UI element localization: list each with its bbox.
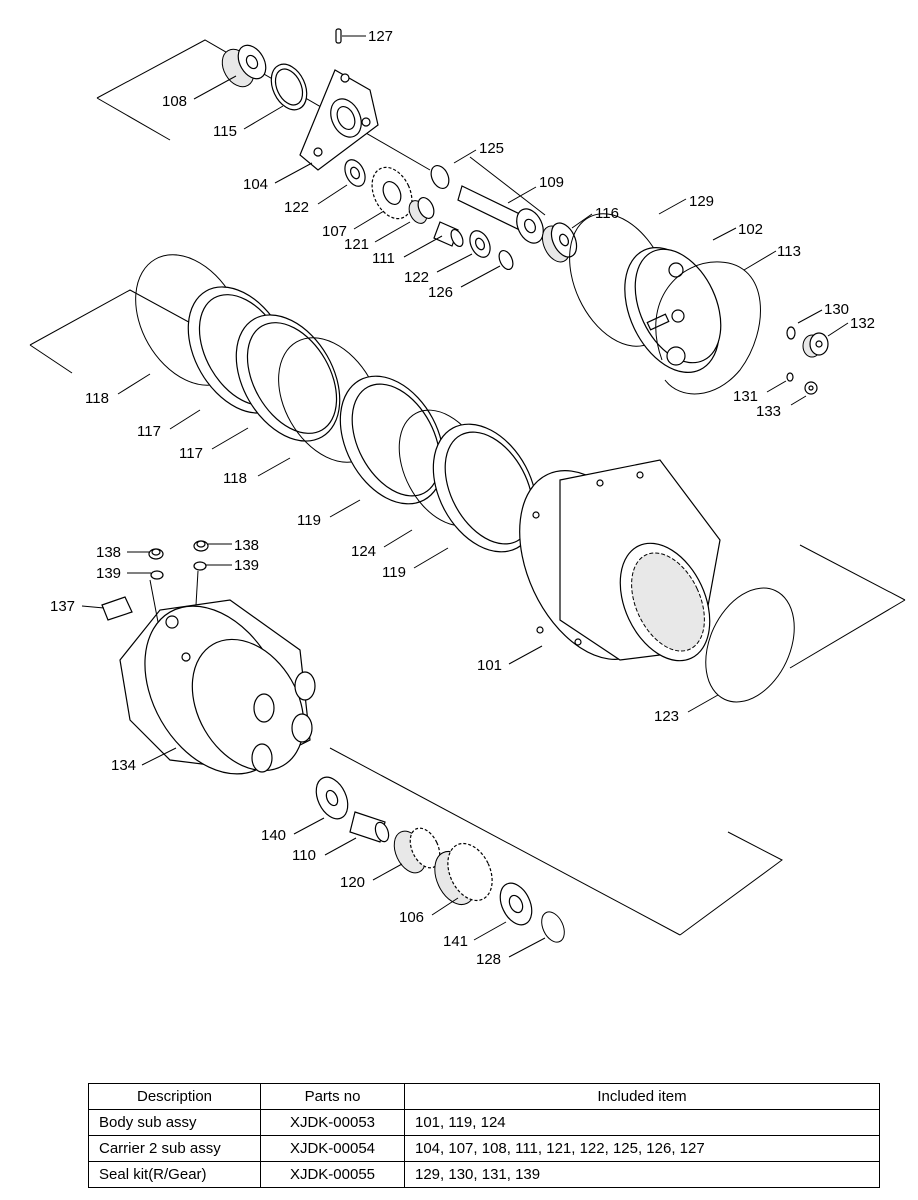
table-header-row: Description Parts no Included item [88, 1083, 880, 1110]
header-included-item: Included item [404, 1083, 880, 1110]
row-parts-no: XJDK-00054 [260, 1135, 405, 1162]
callout-133: 133 [756, 403, 781, 420]
part-106-gear [434, 842, 493, 905]
row-included: 101, 119, 124 [404, 1109, 880, 1136]
part-138-plug-a [148, 548, 164, 560]
callout-118: 118 [85, 390, 109, 407]
part-119-seal-b [432, 423, 538, 553]
callout-117: 117 [179, 445, 203, 462]
callout-113: 113 [777, 243, 801, 260]
callout-109: 109 [539, 174, 564, 191]
callout-110: 110 [292, 847, 316, 864]
part-137-nameplate [101, 596, 133, 621]
callout-130: 130 [824, 301, 849, 318]
part-110-needle [349, 811, 390, 843]
callout-123: 123 [654, 708, 679, 725]
table-row: Seal kit(R/Gear) XJDK-00055 129, 130, 13… [88, 1161, 880, 1188]
header-parts-no: Parts no [260, 1083, 405, 1110]
parts-table: Description Parts no Included item Body … [88, 1083, 880, 1188]
part-109-shaft [457, 185, 544, 244]
callout-132: 132 [850, 315, 875, 332]
callout-122: 122 [284, 199, 309, 216]
callout-137: 137 [50, 598, 75, 615]
callout-104: 104 [243, 176, 268, 193]
part-139-ring-a [150, 570, 164, 580]
part-127-pin [335, 28, 342, 44]
table-row: Carrier 2 sub assy XJDK-00054 104, 107, … [88, 1135, 880, 1162]
row-included: 129, 130, 131, 139 [404, 1161, 880, 1188]
callout-119: 119 [297, 512, 321, 529]
callout-120: 120 [340, 874, 365, 891]
callout-129: 129 [689, 193, 714, 210]
row-parts-no: XJDK-00053 [260, 1109, 405, 1136]
parts [101, 28, 829, 943]
part-130-o-ring [786, 326, 796, 340]
callout-141: 141 [443, 933, 468, 950]
callout-119: 119 [382, 564, 406, 581]
row-parts-no: XJDK-00055 [260, 1161, 405, 1188]
leader-lines [81, 35, 849, 958]
part-115-washer [270, 63, 308, 111]
callout-140: 140 [261, 827, 286, 844]
callout-106: 106 [399, 909, 424, 926]
callout-108: 108 [162, 93, 187, 110]
row-description: Body sub assy [88, 1109, 261, 1136]
part-122-washer-b [469, 230, 491, 258]
callout-126: 126 [428, 284, 453, 301]
callout-139: 139 [234, 557, 259, 574]
header-description: Description [88, 1083, 261, 1110]
callout-102: 102 [738, 221, 763, 238]
row-description: Carrier 2 sub assy [88, 1135, 261, 1162]
part-108-gear [221, 44, 267, 88]
callout-101: 101 [477, 657, 502, 674]
part-133-plug [804, 381, 818, 395]
table-row: Body sub assy XJDK-00053 101, 119, 124 [88, 1109, 880, 1136]
planet-pins [251, 671, 316, 773]
exploded-parts-diagram: 127 108 115 104 125 122 107 121 109 111 … [29, 28, 906, 968]
callout-131: 131 [733, 388, 758, 405]
callout-labels: 127 108 115 104 125 122 107 121 109 111 … [50, 28, 875, 968]
part-122-washer-a [344, 159, 366, 187]
part-104-carrier [299, 69, 379, 171]
callout-134: 134 [111, 757, 136, 774]
callout-138: 138 [96, 544, 121, 561]
part-141-washer [499, 882, 533, 926]
part-126-snap-ring [498, 249, 514, 271]
callout-122: 122 [404, 269, 429, 286]
part-113-ring [655, 261, 761, 395]
part-140-washer [315, 776, 349, 820]
part-111-needle [433, 221, 464, 248]
part-117-seal-b [235, 314, 341, 442]
callout-107: 107 [322, 223, 347, 240]
part-123-snap-ring [705, 587, 795, 703]
part-131-o-ring [786, 372, 794, 382]
row-included: 104, 107, 108, 111, 121, 122, 125, 126, … [404, 1135, 880, 1162]
part-139-ring-b [193, 561, 207, 571]
part-128-snap-ring [541, 911, 565, 943]
part-120-gear [393, 827, 441, 874]
callout-128: 128 [476, 951, 501, 968]
part-132-plug [802, 332, 829, 358]
callout-116: 116 [595, 205, 619, 222]
callout-124: 124 [351, 543, 376, 560]
callout-111: 111 [372, 250, 395, 267]
part-125-snap-ring [430, 165, 450, 189]
row-description: Seal kit(R/Gear) [88, 1161, 261, 1188]
part-134-motor [119, 599, 316, 775]
part-107-gear [371, 166, 413, 220]
callout-127: 127 [368, 28, 393, 45]
callout-139: 139 [96, 565, 121, 582]
callout-125: 125 [479, 140, 504, 157]
part-121-gear [408, 197, 435, 224]
callout-118: 118 [223, 470, 247, 487]
callout-121: 121 [344, 236, 369, 253]
part-138-plug-b [193, 540, 209, 552]
callout-117: 117 [137, 423, 161, 440]
part-101-housing [519, 459, 721, 662]
callout-138: 138 [234, 537, 259, 554]
part-102-cover [624, 247, 722, 373]
callout-115: 115 [213, 123, 237, 140]
